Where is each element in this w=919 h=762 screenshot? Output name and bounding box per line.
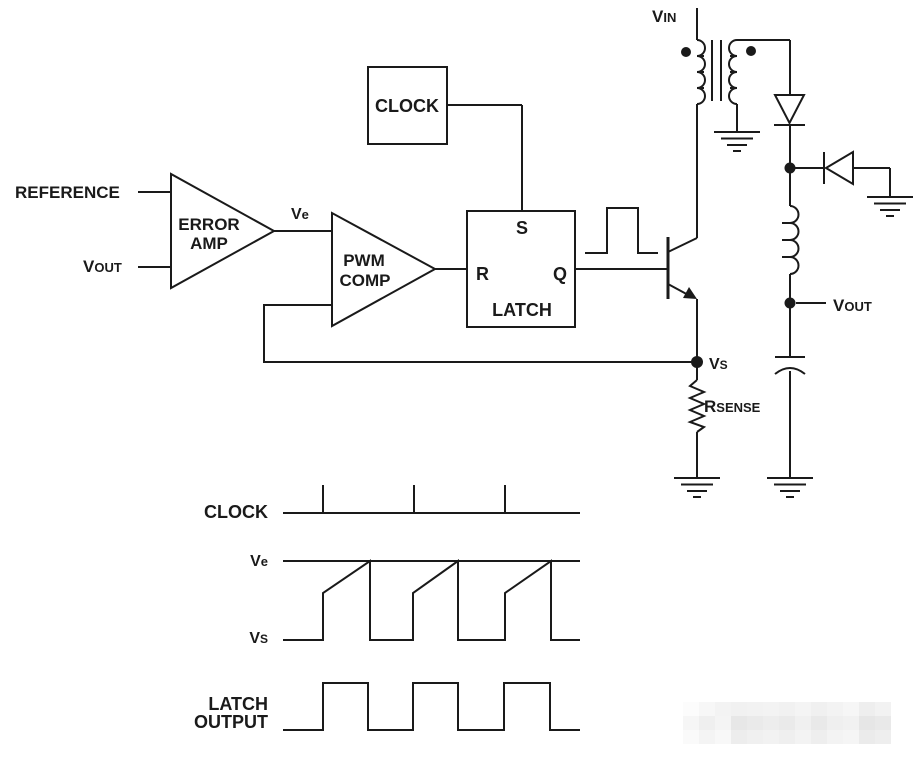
primary-phase-dot: [681, 47, 691, 57]
secondary-phase-dot: [746, 46, 756, 56]
watermark-block: [859, 730, 875, 744]
error-amp-label-line2: AMP: [190, 234, 228, 253]
reference-label: REFERENCE: [15, 183, 120, 202]
watermark-block: [763, 716, 779, 730]
waveform-vs-label: VS: [249, 630, 268, 647]
vin-label: VIN: [652, 7, 676, 26]
watermark-block: [763, 702, 779, 716]
watermark-block: [715, 716, 731, 730]
latch-block: S R Q LATCH: [466, 210, 576, 328]
watermark-block: [715, 730, 731, 744]
watermark-block: [731, 716, 747, 730]
watermark-block: [683, 702, 699, 716]
watermark-block: [875, 702, 891, 716]
vout-right-label: VOUT: [833, 296, 872, 315]
waveform-latch-label-line2: OUTPUT: [194, 712, 268, 732]
watermark-block: [795, 730, 811, 744]
watermark-block: [731, 702, 747, 716]
watermark-block: [875, 716, 891, 730]
watermark-block: [811, 730, 827, 744]
drive-pulse-symbol: [585, 207, 658, 254]
error-amp-block: ERROR AMP: [138, 172, 277, 290]
rsense-label: RSENSE: [704, 397, 761, 416]
vs-waveform: [283, 559, 580, 641]
watermark-block: [843, 702, 859, 716]
vout-input-label: VOUT: [83, 257, 122, 276]
watermark-block: [779, 730, 795, 744]
clock-block: CLOCK: [367, 66, 523, 211]
error-amp-label-line1: ERROR: [178, 215, 239, 234]
npn-transistor: [666, 104, 698, 362]
watermark-block: [843, 716, 859, 730]
sense-resistor: [687, 362, 707, 478]
watermark-block: [843, 730, 859, 744]
latch-s-label: S: [516, 218, 528, 238]
vs-node-label: VS: [709, 356, 728, 373]
ground-symbol-capacitor: [766, 477, 814, 498]
freewheel-diode: [790, 150, 891, 197]
watermark-block: [859, 702, 875, 716]
pwm-comp-label-line1: PWM: [343, 251, 385, 270]
feedback-path: [263, 304, 697, 363]
ve-node-label: Ve: [291, 206, 309, 223]
watermark: [683, 702, 891, 744]
watermark-block: [699, 730, 715, 744]
waveform-traces: [283, 485, 580, 731]
watermark-block: [747, 716, 763, 730]
watermark-block: [827, 702, 843, 716]
watermark-block: [811, 702, 827, 716]
watermark-block: [875, 730, 891, 744]
watermark-block: [827, 730, 843, 744]
watermark-block: [827, 716, 843, 730]
watermark-block: [699, 702, 715, 716]
watermark-block: [747, 702, 763, 716]
latch-output-waveform: [283, 682, 580, 731]
watermark-block: [811, 716, 827, 730]
pwm-comp-triangle: [331, 211, 438, 328]
watermark-block: [795, 716, 811, 730]
clock-box-label: CLOCK: [375, 96, 439, 116]
latch-r-label: R: [476, 264, 489, 284]
output-inductor: [782, 168, 800, 303]
watermark-block: [683, 730, 699, 744]
waveform-clock-label: CLOCK: [204, 502, 268, 522]
rectifier-diode: [773, 40, 806, 168]
output-capacitor: [774, 303, 806, 478]
ground-symbol-freewheel: [866, 196, 914, 217]
watermark-block: [683, 716, 699, 730]
latch-label: LATCH: [492, 300, 552, 320]
error-amp-triangle: [170, 172, 277, 290]
watermark-block: [715, 702, 731, 716]
emitter-arrow: [683, 287, 697, 299]
watermark-block: [779, 702, 795, 716]
ground-symbol-transformer: [713, 131, 761, 152]
watermark-block: [795, 702, 811, 716]
waveform-latch-label-line1: LATCH: [208, 694, 268, 714]
transformer: [681, 8, 790, 132]
watermark-block: [779, 716, 795, 730]
pwm-comp-block: PWM COMP: [331, 211, 438, 328]
latch-q-label: Q: [553, 264, 567, 284]
watermark-block: [699, 716, 715, 730]
pwm-comp-label-line2: COMP: [340, 271, 391, 290]
watermark-block: [731, 730, 747, 744]
watermark-block: [763, 730, 779, 744]
waveform-ve-label: Ve: [250, 553, 268, 570]
watermark-block: [859, 716, 875, 730]
ground-symbol-rsense: [673, 477, 721, 498]
watermark-block: [747, 730, 763, 744]
